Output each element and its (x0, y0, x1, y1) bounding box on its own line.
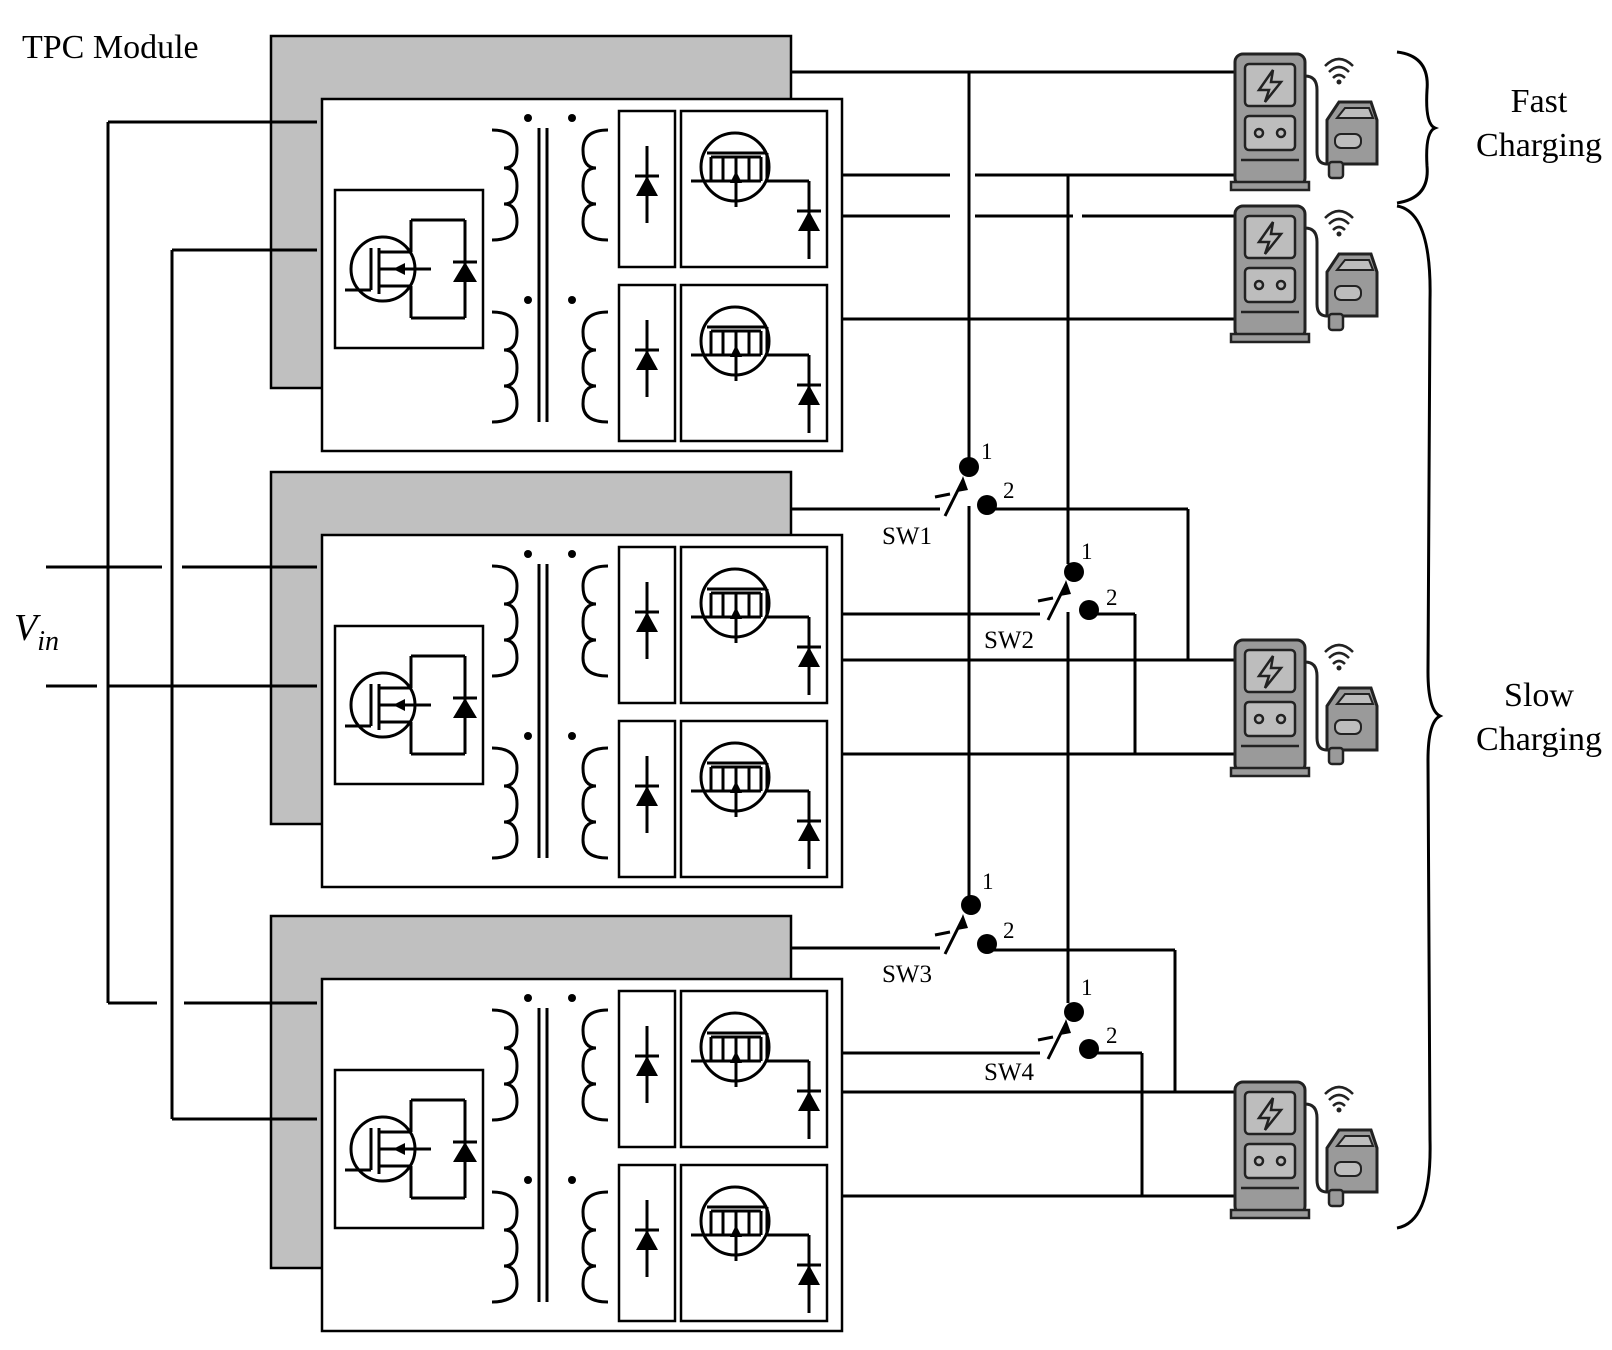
rectifier-diode-icon (617, 1163, 677, 1323)
secondary-mosfet-icon (679, 989, 829, 1149)
switch-sw1: 1 2 SW1 (882, 439, 1015, 550)
output-wiring (791, 70, 1235, 1198)
sw4-pos1: 1 (1081, 975, 1093, 1000)
fast-label-line1: Fast (1511, 83, 1568, 120)
sw3-label: SW3 (882, 961, 932, 988)
switch-sw3: 1 2 SW3 (882, 869, 1015, 988)
primary-mosfet-icon (333, 1068, 485, 1230)
sw4-pos2: 2 (1106, 1023, 1118, 1048)
tpc-module-2 (269, 470, 844, 889)
tpc-module-1 (269, 34, 844, 453)
charging-station-icon (1229, 638, 1379, 778)
sw2-pos2: 2 (1106, 585, 1118, 610)
rectifier-diode-icon (617, 719, 677, 879)
slow-charging-brace (1396, 204, 1444, 1230)
sw4-label: SW4 (984, 1059, 1035, 1086)
charging-station-icon (1229, 204, 1379, 344)
sw1-pos2: 2 (1003, 478, 1015, 503)
tpc-modules (269, 34, 844, 1333)
rectifier-diode-icon (617, 545, 677, 705)
rectifier-diode-icon (617, 283, 677, 443)
sw1-pos1: 1 (981, 439, 993, 464)
slow-label-line1: Slow (1504, 677, 1574, 714)
fast-charging-brace (1396, 50, 1440, 205)
sw1-label: SW1 (882, 523, 932, 550)
charging-station-icon (1229, 1080, 1379, 1220)
sw3-pos2: 2 (1003, 918, 1015, 943)
slow-label-line2: Charging (1476, 721, 1602, 758)
rectifier-diode-icon (617, 989, 677, 1149)
tpc-module-3 (269, 914, 844, 1333)
secondary-mosfet-icon (679, 283, 829, 443)
secondary-mosfet-icon (679, 1163, 829, 1323)
switch-sw2: 1 2 SW2 (984, 539, 1118, 654)
fast-label-line2: Charging (1476, 127, 1602, 164)
input-wiring (46, 120, 317, 1121)
rectifier-diode-icon (617, 109, 677, 269)
module-title: TPC Module (22, 29, 199, 66)
secondary-mosfet-icon (679, 109, 829, 269)
switch-sw4: 1 2 SW4 (984, 975, 1118, 1086)
sw2-label: SW2 (984, 627, 1034, 654)
secondary-mosfet-icon (679, 545, 829, 705)
primary-mosfet-icon (333, 624, 485, 786)
sw3-pos1: 1 (982, 869, 994, 894)
secondary-mosfet-icon (679, 719, 829, 879)
sw2-pos1: 1 (1081, 539, 1093, 564)
primary-mosfet-icon (333, 188, 485, 350)
input-voltage-label: Vin (14, 607, 59, 657)
charging-station-icon (1229, 52, 1379, 192)
